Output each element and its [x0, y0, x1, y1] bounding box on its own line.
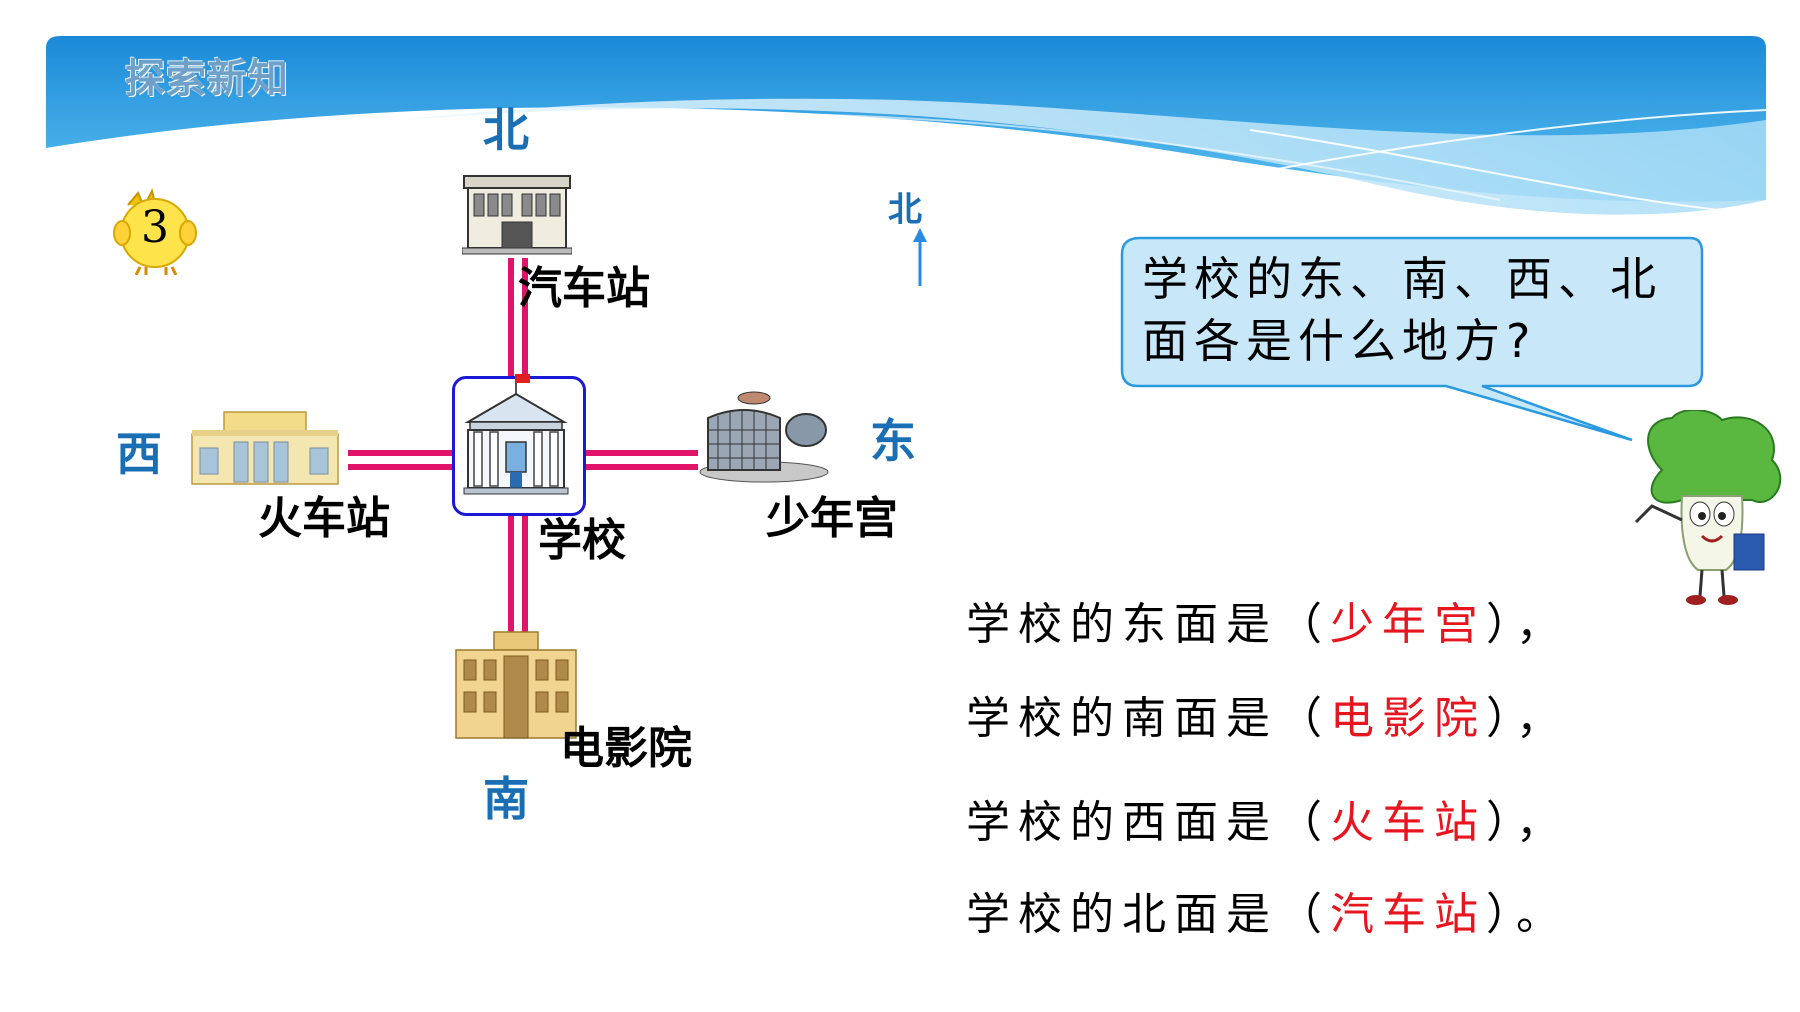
- train-station-building-icon: [191, 411, 339, 485]
- answer-line-west: 学校的西面是（火车站），: [966, 786, 1568, 850]
- school-building-icon: [463, 374, 569, 495]
- section-title: 探索新知: [125, 56, 289, 102]
- train-station-label: 火车站: [258, 493, 390, 544]
- compass-north-label: 北: [483, 103, 529, 157]
- road-north: [508, 258, 514, 378]
- speech-bubble-line2: 面各是什么地方?: [1142, 314, 1537, 368]
- header-banner: [46, 36, 1767, 216]
- road-north-2: [522, 258, 528, 378]
- answer-suffix: ）。: [1486, 889, 1568, 940]
- youth-palace-building-icon: [699, 391, 829, 483]
- answer-value: 火车站: [1330, 797, 1486, 848]
- answer-prefix: 学校的东面是（: [966, 599, 1330, 650]
- example-number-badge: 3: [141, 202, 169, 253]
- road-south: [508, 510, 514, 636]
- answer-prefix: 学校的北面是（: [966, 889, 1330, 940]
- road-west: [348, 450, 452, 456]
- chick-icon: [113, 188, 197, 275]
- north-arrow-label: 北: [888, 190, 922, 230]
- answer-value: 少年宫: [1330, 599, 1486, 650]
- answer-value: 汽车站: [1330, 889, 1486, 940]
- compass-south-label: 南: [483, 772, 529, 826]
- answer-value: 电影院: [1330, 693, 1486, 744]
- cinema-label: 电影院: [560, 723, 692, 774]
- compass-east-label: 东: [870, 414, 916, 468]
- road-west-2: [348, 464, 452, 470]
- answer-prefix: 学校的南面是（: [966, 693, 1330, 744]
- school-label: 学校: [538, 515, 626, 566]
- road-east: [582, 450, 698, 456]
- compass-west-label: 西: [116, 427, 162, 481]
- answer-prefix: 学校的西面是（: [966, 797, 1330, 848]
- speech-bubble-line1: 学校的东、南、西、北: [1142, 252, 1662, 306]
- answer-suffix: ），: [1486, 797, 1568, 848]
- answer-line-south: 学校的南面是（电影院），: [966, 682, 1568, 746]
- speech-bubble-text: 学校的东、南、西、北 面各是什么地方?: [1142, 248, 1702, 372]
- answer-suffix: ），: [1486, 693, 1568, 744]
- speech-bubble: [1120, 236, 1704, 442]
- cinema-building-icon: [455, 631, 577, 739]
- answer-line-north: 学校的北面是（汽车站）。: [966, 878, 1568, 942]
- cabbage-mascot-icon: [1634, 410, 1782, 605]
- bus-station-building-icon: [462, 175, 572, 255]
- bus-station-label: 汽车站: [518, 263, 650, 314]
- answer-line-east: 学校的东面是（少年宫），: [966, 588, 1568, 652]
- answer-suffix: ），: [1486, 599, 1568, 650]
- north-arrow-icon: [913, 228, 927, 286]
- road-south-2: [522, 510, 528, 636]
- youth-palace-label: 少年宫: [766, 493, 898, 544]
- road-east-2: [582, 464, 698, 470]
